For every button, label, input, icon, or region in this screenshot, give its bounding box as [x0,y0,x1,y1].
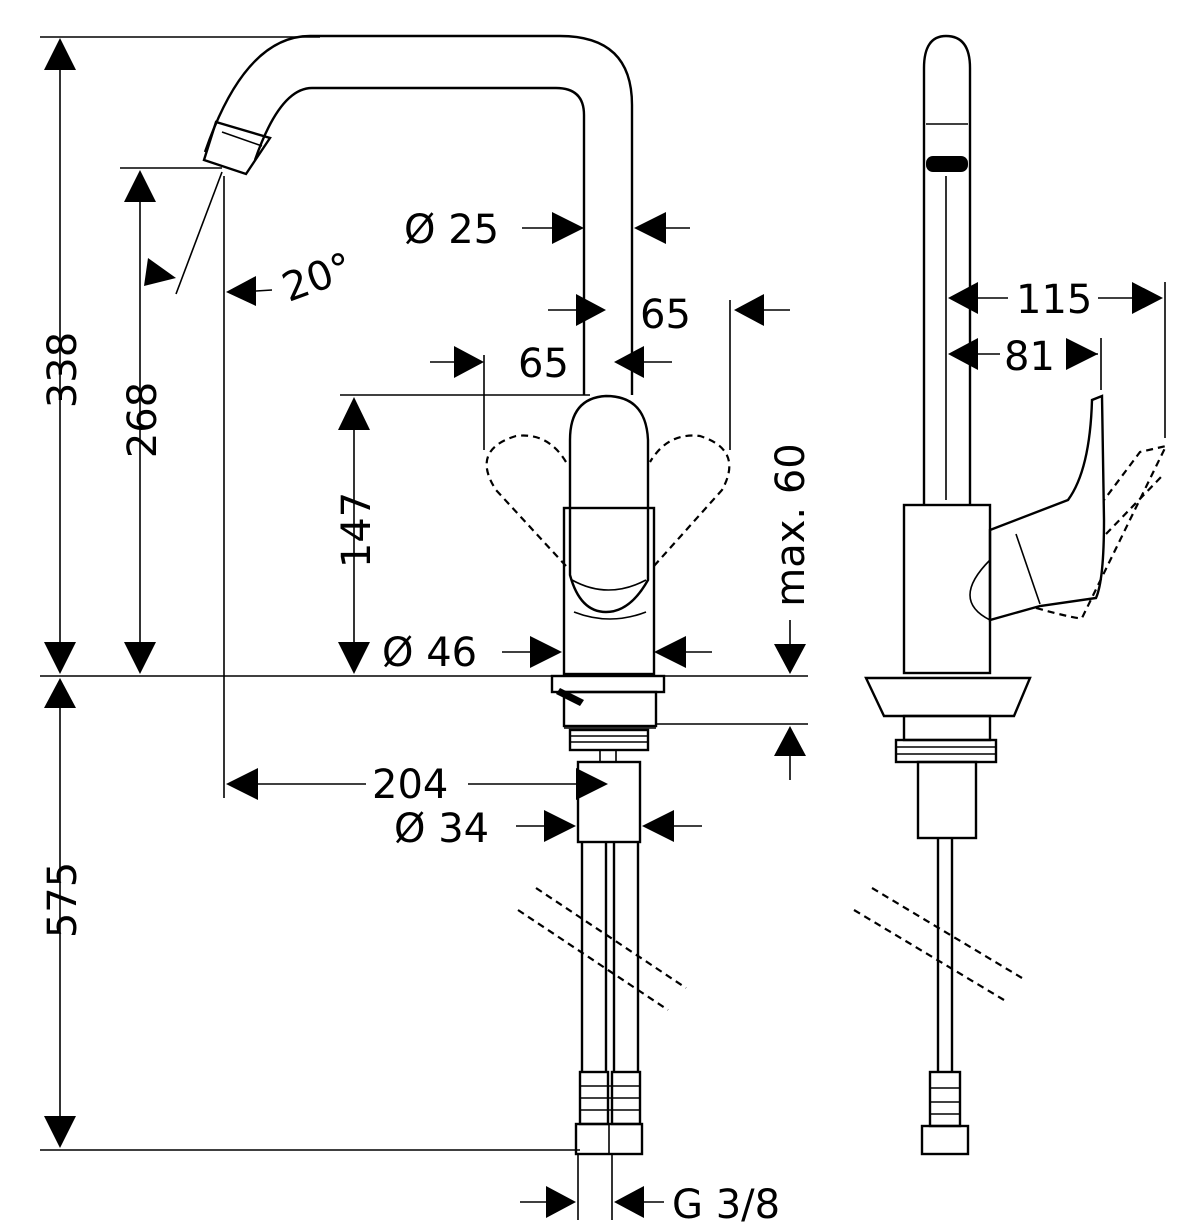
side-base-plate [864,676,1032,718]
faucet-body [562,506,656,676]
label-81: 81 [1004,334,1055,380]
label-diameter-46: Ø 46 [382,630,477,676]
label-204: 204 [372,762,448,808]
label-147: 147 [334,492,380,568]
label-115: 115 [1016,277,1092,323]
spout-inner [253,86,586,395]
label-338: 338 [40,332,86,408]
label-diameter-25: Ø 25 [404,207,499,253]
handle-swing-right [649,434,731,567]
side-lever [988,394,1106,622]
label-20-degrees: 20° [276,244,358,311]
faucet-side-view [853,34,1169,1156]
shank [576,760,642,844]
label-max-60: max. 60 [768,443,814,606]
aerator [202,120,272,176]
side-aerator [926,156,968,172]
base-plate [550,674,666,694]
label-65-lower: 65 [518,341,569,387]
side-shank [916,760,978,840]
label-575: 575 [40,862,86,938]
handle-swing-left [485,434,567,567]
label-g-3-8: G 3/8 [672,1182,780,1228]
label-65-upper: 65 [640,292,691,338]
side-body [902,503,992,675]
dimension-labels: 338 268 575 147 20° Ø 25 65 65 max. 60 Ø… [40,207,1092,1228]
extension-lines [40,36,1166,1220]
lever-handle [568,394,650,614]
side-lever-swing [1035,444,1169,620]
side-spout [922,34,972,505]
dimension-arrows [44,38,1163,1218]
label-268: 268 [120,382,166,458]
side-connection-nut [920,1124,970,1156]
spout-outer [203,34,634,395]
faucet-front-view [202,34,731,1156]
label-diameter-34: Ø 34 [394,806,489,852]
